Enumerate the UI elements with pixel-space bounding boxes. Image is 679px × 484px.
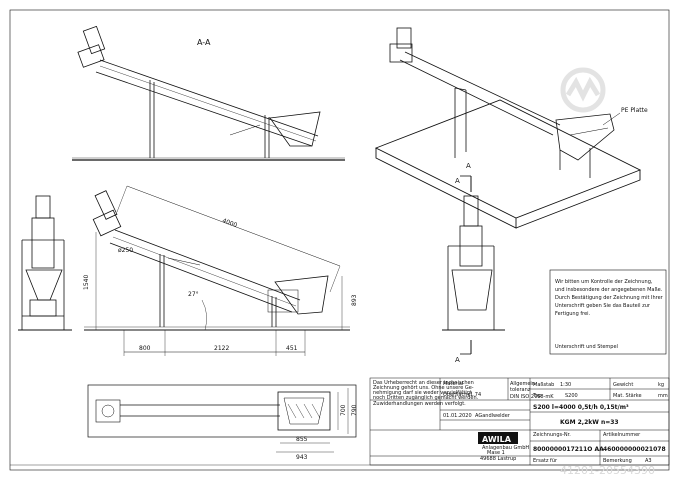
note-line-5: Fertigung frei. (555, 311, 591, 317)
section-view-aa: A-A (72, 25, 345, 161)
dim-base-left: 800 (139, 345, 151, 352)
weight-label: Gewicht (613, 382, 633, 388)
watermark-gear-icon (560, 67, 606, 113)
front-view (18, 195, 72, 331)
format: A3 (645, 458, 652, 464)
dim-plan-height-2: 790 (351, 404, 358, 416)
spec-line-2: KGM 2,2kW n=33 (560, 419, 619, 426)
copyright-line-1: Das Urheberrecht an dieser technischen (373, 380, 474, 386)
dim-base-mid: 2122 (214, 345, 229, 352)
change-label: Ersatz für (533, 458, 558, 464)
dim-height-right: 893 (351, 294, 358, 306)
section-a-bottom: A (455, 356, 460, 364)
note-line-3: Durch Bestätigung der Zeichnung mit Ihre… (555, 295, 664, 301)
scale-label: Maßstab (533, 382, 554, 388)
dim-angle: 27° (188, 291, 199, 298)
company-name: AWILA (482, 435, 512, 444)
material-label: Material (443, 381, 463, 387)
note-line-2: und insbesondere der angegebenen Maße. (555, 287, 663, 293)
watermark-text: 41201-20554390 (560, 464, 655, 477)
mm-unit: mm (658, 393, 668, 399)
surface-value: 1.74 (470, 392, 481, 398)
dim-base-right: 451 (286, 345, 298, 352)
dim-length: 4000 (221, 217, 238, 229)
copyright-line-5: Zuwiderhandlungen werden verfolgt. (373, 401, 466, 407)
side-elevation-view: 4000 ø250 1540 893 27° 800 2122 451 (83, 185, 358, 356)
company-addr: Mase 1 (487, 450, 505, 456)
spec-line-1: S200 l=4000 0,5t/h 0,15t/m³ (533, 404, 629, 411)
copyright-line-3: nehmigung darf sie weder vervielfältigt (373, 390, 472, 396)
drawing-number-label: Zeichnungs-Nr. (533, 432, 571, 438)
isometric-view: PE Platte (374, 27, 648, 229)
mat-thickness: Mat. Stärke (613, 393, 642, 399)
title-block: Das Urheberrecht an dieser technischen Z… (369, 377, 670, 466)
note-line-4: Unterschrift geben Sie das Bauteil zur (555, 303, 651, 309)
company-city: 49688 Lastrup (480, 456, 516, 462)
dim-diameter: ø250 (118, 247, 133, 254)
section-a-left: A (466, 162, 471, 170)
drawn-by: AGandlwelder (475, 413, 511, 419)
company-logo (478, 432, 518, 444)
section-label: A-A (197, 38, 211, 47)
copyright-line-4: noch Dritten zugänglich gemacht werden. (373, 395, 479, 401)
general-tol-label: Allgemein- (510, 381, 537, 387)
date-value: 01.01.2020 (443, 413, 472, 419)
scale-value: 1:30 (560, 382, 571, 388)
dim-plan-height-1: 700 (340, 404, 347, 416)
weight-unit: kg (658, 382, 664, 388)
article-label: Artikelnummer (603, 432, 641, 438)
toleranz-label: toleranz (510, 387, 531, 393)
tol-standard: DIN ISO 2768-mK (510, 394, 554, 400)
company-sub: Anlagenbau GmbH (482, 445, 529, 451)
note-signature: Unterschrift und Stempel (555, 344, 618, 350)
approval-note: Wir bitten um Kontrolle der Zeichnung, u… (549, 269, 667, 355)
dim-plan-width-1: 855 (296, 436, 308, 443)
article-number: 460000000021078 (603, 446, 666, 453)
surface-label: Oberfläche (443, 392, 470, 398)
dim-height-left: 1540 (83, 275, 90, 290)
note-line-1: Wir bitten um Kontrolle der Zeichnung, (555, 279, 653, 285)
rear-view: A A A (442, 162, 505, 364)
plan-view: 855 943 700 790 (87, 384, 358, 461)
remark-label: Bemerkung (603, 458, 632, 464)
copyright-line-2: Zeichnung gehört uns. Ohne unsere Ge- (373, 385, 474, 391)
dim-plan-width-2: 943 (296, 454, 308, 461)
type-value: S200 (565, 393, 578, 399)
section-a-top: A (455, 177, 460, 185)
pe-plate-label: PE Platte (621, 107, 648, 114)
drawing-number: 8000000017211O AA (533, 446, 604, 453)
type-label: Typ (532, 393, 541, 399)
